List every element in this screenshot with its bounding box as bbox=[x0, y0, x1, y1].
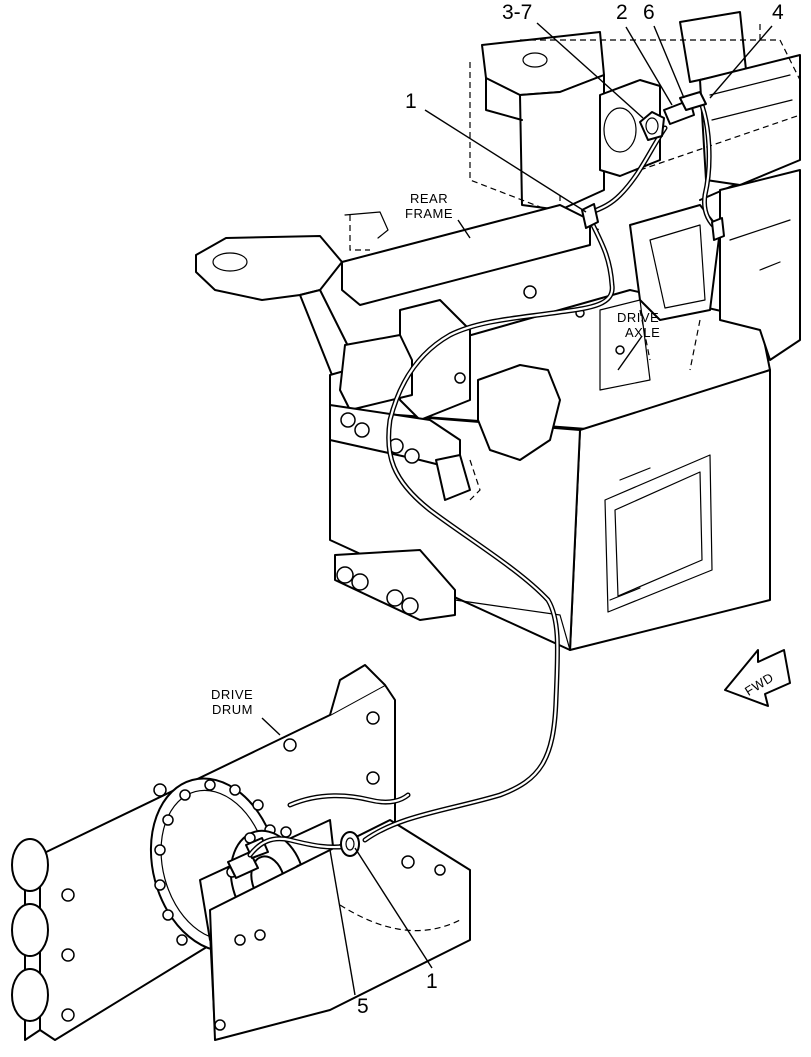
callout-2: 2 bbox=[616, 1, 628, 24]
part-labels: REAR FRAME DRIVE AXLE DRIVE DRUM bbox=[211, 191, 660, 717]
rear-frame-assembly bbox=[195, 11, 801, 651]
callout-3-7: 3-7 bbox=[502, 1, 532, 24]
drive-axle-label-line1: DRIVE bbox=[617, 310, 659, 325]
drive-drum-label-line2: DRUM bbox=[212, 702, 253, 717]
callout-1-bottom: 1 bbox=[426, 970, 438, 993]
callout-4: 4 bbox=[772, 1, 784, 24]
callouts: 3-7 2 6 4 1 1 5 bbox=[357, 1, 784, 1018]
leader-lines bbox=[261, 22, 773, 996]
callout-1-top: 1 bbox=[405, 90, 417, 113]
rear-frame-label-line1: REAR bbox=[410, 191, 448, 206]
flange-bolts bbox=[154, 779, 276, 946]
clips-and-fittings bbox=[340, 91, 725, 857]
fwd-arrow: FWD bbox=[724, 649, 791, 707]
callout-6: 6 bbox=[643, 1, 655, 24]
drive-axle-label-line2: AXLE bbox=[625, 325, 660, 340]
drive-drum-assembly bbox=[11, 664, 471, 1041]
callout-5: 5 bbox=[357, 995, 369, 1018]
rear-frame-label-line2: FRAME bbox=[405, 206, 453, 221]
drive-drum-label-line1: DRIVE bbox=[211, 687, 253, 702]
